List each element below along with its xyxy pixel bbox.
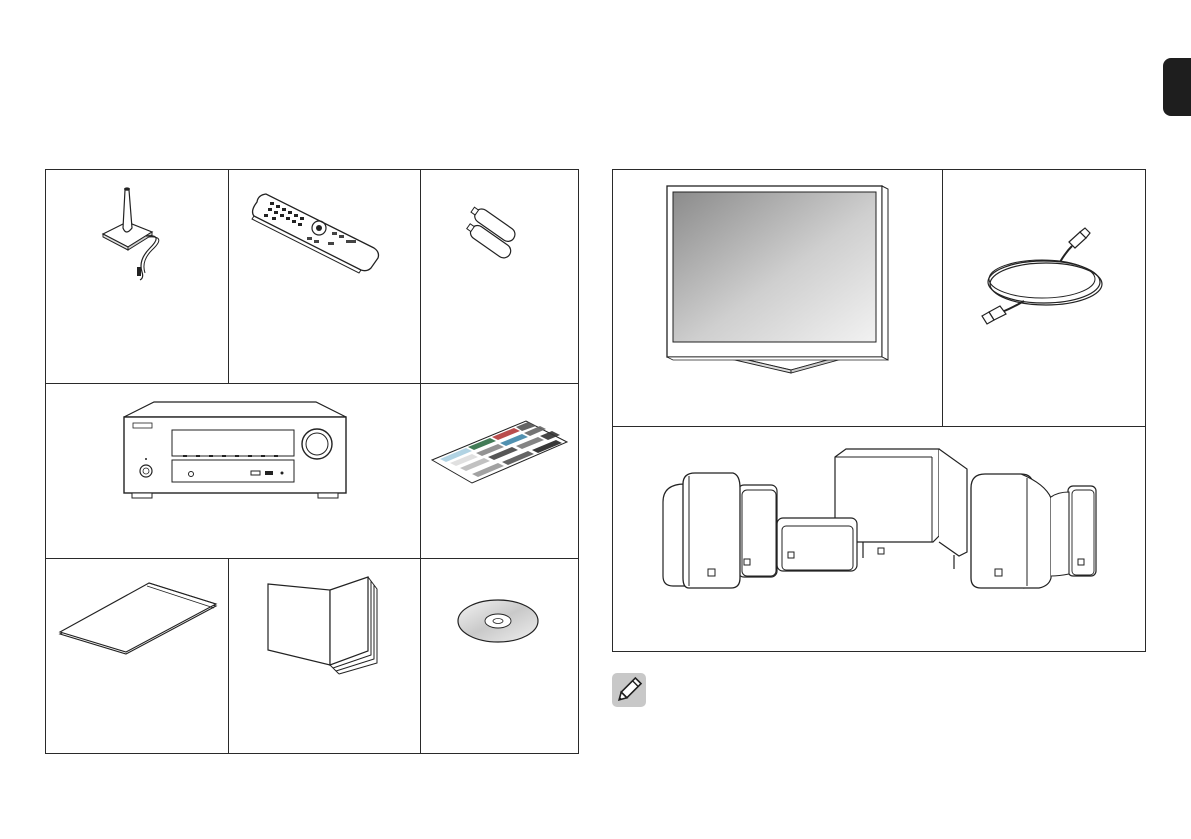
av-receiver-icon — [46, 383, 420, 558]
folded-sheet-icon — [46, 558, 228, 753]
cd-rom-icon — [420, 558, 578, 753]
tv-cell — [613, 170, 942, 426]
tv-icon — [613, 170, 942, 426]
speaker-set-icon — [613, 426, 1145, 651]
cd-rom-cell — [420, 558, 578, 753]
batteries-cell — [420, 170, 578, 383]
note-pencil-badge — [612, 673, 646, 707]
remote-control-icon — [228, 170, 420, 383]
microphone-stand-icon — [46, 170, 228, 383]
required-items-grid — [612, 169, 1146, 652]
av-receiver-cell — [46, 383, 420, 558]
language-tab[interactable] — [1163, 58, 1191, 116]
pencil-icon — [612, 673, 646, 707]
speakers-cell — [613, 426, 1145, 651]
remote-control-cell — [228, 170, 420, 383]
cable-label-cell — [420, 383, 578, 558]
cable-label-sheet-icon — [420, 383, 578, 558]
batteries-icon — [420, 170, 578, 383]
hdmi-cable-cell — [942, 170, 1145, 426]
booklet-cell — [228, 558, 420, 753]
setup-microphone-cell — [46, 170, 228, 383]
booklet-icon — [228, 558, 420, 753]
quick-start-sheet-cell — [46, 558, 228, 753]
hdmi-cable-icon — [942, 170, 1145, 426]
accessories-grid — [45, 169, 579, 754]
